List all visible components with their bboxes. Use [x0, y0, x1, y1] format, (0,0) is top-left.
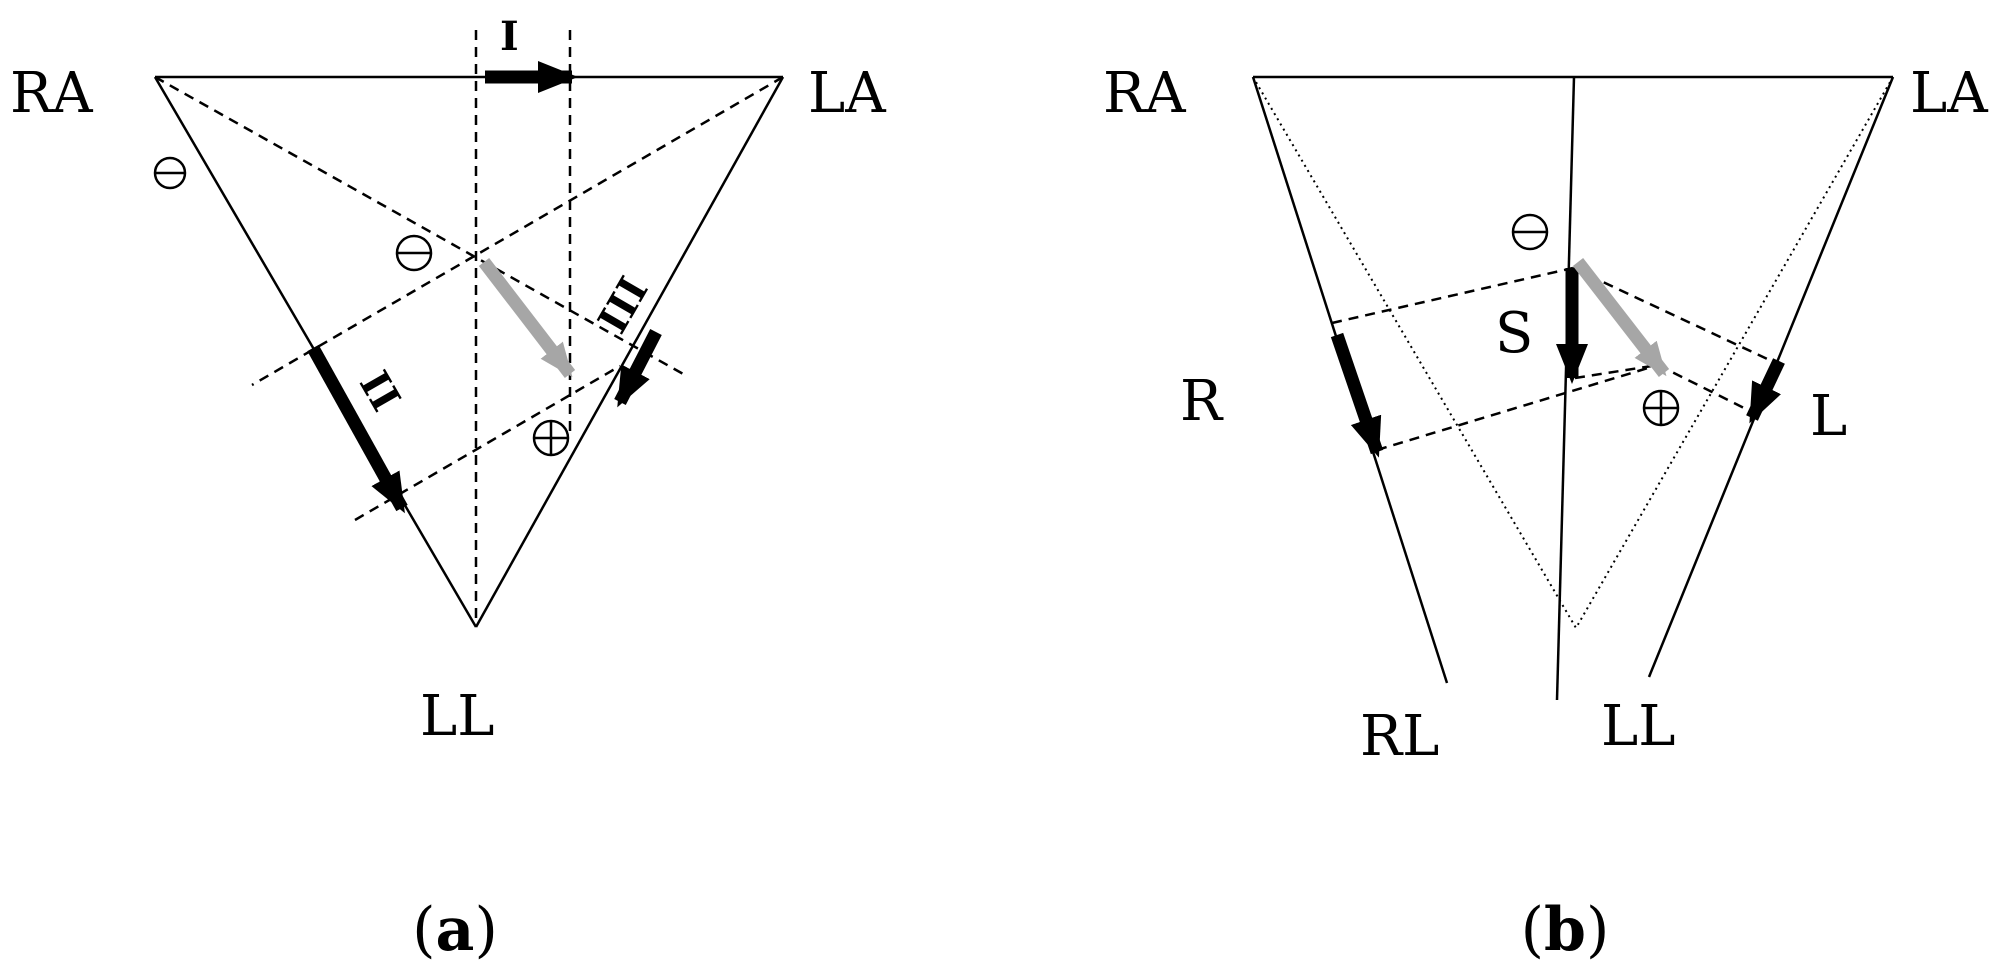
panel-a: RA LA LL I II III (a)	[10, 13, 886, 965]
label-ra: RA	[1103, 61, 1186, 126]
minus-sign-icon	[1511, 213, 1549, 251]
label-r: R	[1180, 369, 1224, 434]
label-lead-3: III	[589, 269, 658, 341]
label-ra: RA	[10, 61, 93, 126]
label-lead-1: I	[500, 13, 519, 60]
lead-vectors	[1330, 258, 1785, 458]
lead-r-vector	[1330, 332, 1384, 458]
minus-sign-icon	[395, 234, 433, 272]
lead-3-vector	[614, 329, 662, 408]
minus-sign-icon	[153, 156, 187, 190]
projection-lines	[1331, 266, 1779, 452]
label-ll: LL	[420, 684, 494, 749]
lead-l-vector	[1746, 358, 1785, 424]
panel-b: RA LA R L S RL LL (b)	[1103, 61, 1988, 965]
label-ll: LL	[1601, 694, 1675, 759]
heart-vector	[478, 258, 576, 378]
caption-a: (a)	[412, 895, 498, 965]
projection-lines	[154, 30, 784, 627]
plus-sign-icon	[1642, 389, 1680, 427]
label-l: L	[1810, 384, 1847, 449]
lead-2-vector	[307, 344, 408, 514]
label-rl: RL	[1360, 704, 1439, 769]
label-s: S	[1495, 301, 1533, 366]
label-la: LA	[1910, 61, 1988, 126]
label-lead-2: II	[350, 363, 409, 419]
einthoven-triangle	[153, 75, 785, 628]
plus-sign-icon	[532, 419, 570, 457]
heart-vector	[1572, 258, 1670, 377]
label-la: LA	[808, 61, 886, 126]
dotted-triangle	[1252, 76, 1894, 629]
lead-vectors	[307, 61, 662, 514]
caption-b: (b)	[1521, 895, 1610, 965]
